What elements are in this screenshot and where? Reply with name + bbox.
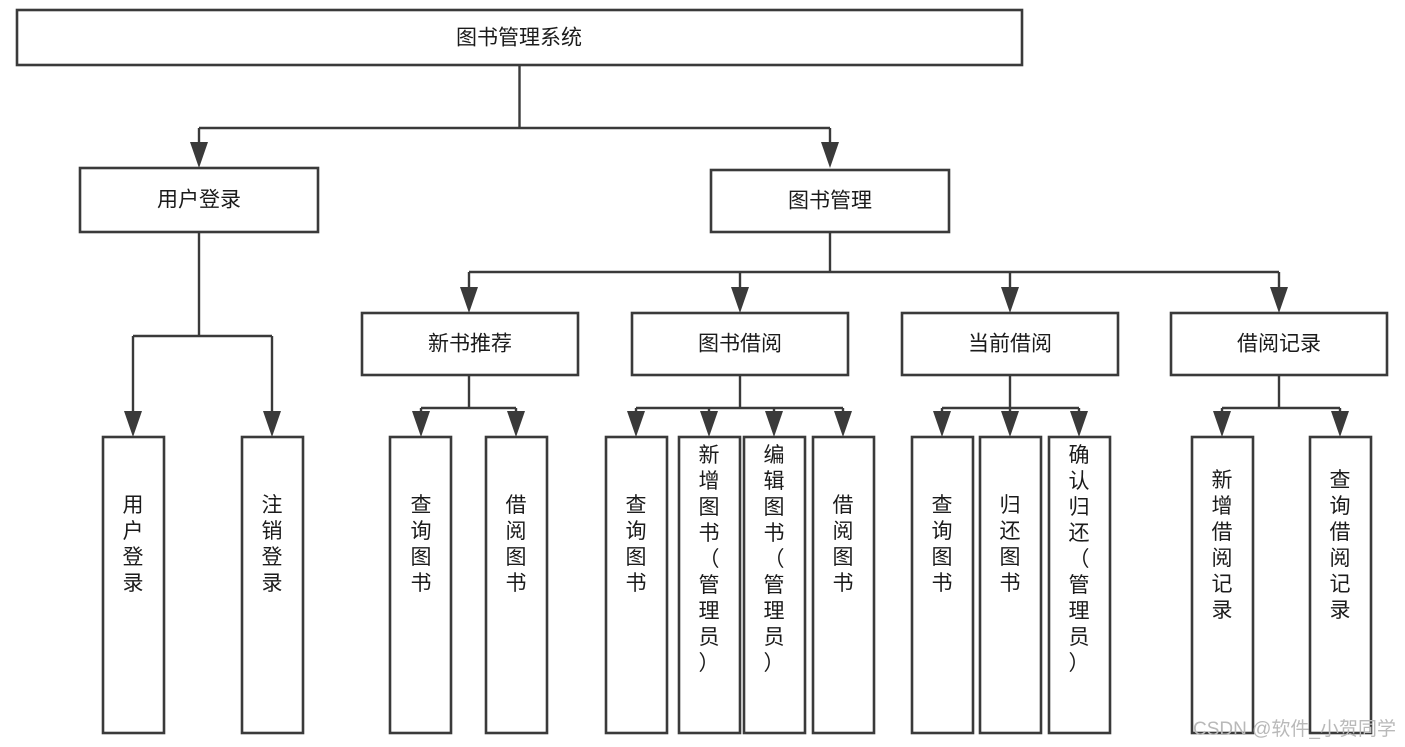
node-leaf-user-login-box[interactable] (101, 435, 166, 735)
connector-group-new-book-recommend (412, 375, 525, 437)
node-leaf-query-book-2-box[interactable] (604, 435, 669, 735)
node-leaf-query-book-1-label: 查询图书 (411, 494, 432, 595)
node-leaf-add-record-box[interactable] (1190, 435, 1255, 735)
arrow-head-leaf-query-book-2 (627, 411, 645, 437)
node-leaf-query-book-3-box[interactable] (910, 435, 975, 735)
node-leaf-confirm-return-label: 确认归还（管理员） (1069, 444, 1090, 675)
node-leaf-logout-login-box[interactable] (240, 435, 305, 735)
node-leaf-add-record[interactable]: 新增借阅记录 (1190, 435, 1255, 735)
node-leaf-query-record-box[interactable] (1308, 435, 1373, 735)
node-leaf-return-book-label: 归还图书 (1000, 494, 1021, 595)
node-leaf-user-login-label: 用户登录 (123, 494, 144, 595)
node-leaf-edit-book-box[interactable] (742, 435, 807, 735)
arrow-head-leaf-add-record (1213, 411, 1231, 437)
node-leaf-query-book-3-label: 查询图书 (932, 494, 953, 595)
node-user-login[interactable]: 用户登录 (78, 166, 320, 234)
arrow-head-leaf-return-book (1001, 411, 1019, 437)
node-leaf-logout-login[interactable]: 注销登录 (240, 435, 305, 735)
arrow-head-borrow-record (1270, 287, 1288, 313)
connector-group-book-management (460, 232, 1288, 313)
node-leaf-add-book[interactable]: 新增图书（管理员） (677, 435, 742, 735)
node-leaf-return-book[interactable]: 归还图书 (978, 435, 1043, 735)
connector-group-borrow-record (1213, 375, 1349, 437)
connector-group-book-borrow (627, 375, 852, 437)
arrow-head-leaf-borrow-book-1 (507, 411, 525, 437)
node-leaf-confirm-return[interactable]: 确认归还（管理员） (1047, 435, 1112, 735)
node-leaf-user-login[interactable]: 用户登录 (101, 435, 166, 735)
node-leaf-borrow-book-2[interactable]: 借阅图书 (811, 435, 876, 735)
node-leaf-query-book-3[interactable]: 查询图书 (910, 435, 975, 735)
arrow-head-leaf-logout-login (263, 411, 281, 437)
arrow-head-leaf-confirm-return (1070, 411, 1088, 437)
node-leaf-logout-login-label: 注销登录 (262, 494, 283, 595)
node-leaf-edit-book-label: 编辑图书（管理员） (764, 444, 785, 675)
node-user-login-label: 用户登录 (157, 189, 241, 212)
node-leaf-add-book-label: 新增图书（管理员） (699, 444, 720, 675)
node-current-borrow-box[interactable] (900, 311, 1120, 377)
node-book-borrow[interactable]: 图书借阅 (630, 311, 850, 377)
arrow-head-leaf-query-record (1331, 411, 1349, 437)
node-leaf-edit-book[interactable]: 编辑图书（管理员） (742, 435, 807, 735)
csdn-watermark: CSDN @软件_小贺同学 (1193, 718, 1396, 740)
node-leaf-borrow-book-2-label: 借阅图书 (833, 494, 854, 595)
node-borrow-record-box[interactable] (1169, 311, 1389, 377)
node-leaf-query-record[interactable]: 查询借阅记录 (1308, 435, 1373, 735)
connector-group-current-borrow (933, 375, 1088, 437)
node-borrow-record[interactable]: 借阅记录 (1169, 311, 1389, 377)
node-leaf-borrow-book-1-box[interactable] (484, 435, 549, 735)
node-leaf-query-record-label: 查询借阅记录 (1330, 469, 1351, 622)
node-leaf-query-book-1-box[interactable] (388, 435, 453, 735)
node-leaf-borrow-book-1[interactable]: 借阅图书 (484, 435, 549, 735)
arrow-head-current-borrow (1001, 287, 1019, 313)
node-leaf-add-record-label: 新增借阅记录 (1212, 469, 1233, 622)
arrow-head-leaf-query-book-1 (412, 411, 430, 437)
node-book-management-box[interactable] (709, 168, 951, 234)
node-leaf-confirm-return-box[interactable] (1047, 435, 1112, 735)
node-root-book-management-system[interactable]: 图书管理系统 (15, 8, 1024, 67)
arrow-head-leaf-user-login (124, 411, 142, 437)
node-book-borrow-box[interactable] (630, 311, 850, 377)
node-leaf-query-book-2[interactable]: 查询图书 (604, 435, 669, 735)
arrow-head-leaf-query-book-3 (933, 411, 951, 437)
node-leaf-borrow-book-1-label: 借阅图书 (506, 494, 527, 595)
node-leaf-query-book-1[interactable]: 查询图书 (388, 435, 453, 735)
node-new-book-recommend-box[interactable] (360, 311, 580, 377)
node-current-borrow-label: 当前借阅 (968, 333, 1052, 356)
arrow-head-leaf-borrow-book-2 (834, 411, 852, 437)
arrow-head-book-borrow (731, 287, 749, 313)
node-root-box[interactable] (15, 8, 1024, 67)
node-book-management[interactable]: 图书管理 (709, 168, 951, 234)
connector-group-user-login (124, 232, 281, 437)
connector-group-root (190, 65, 839, 168)
node-new-book-recommend[interactable]: 新书推荐 (360, 311, 580, 377)
arrow-head-new-book-recommend (460, 287, 478, 313)
node-borrow-record-label: 借阅记录 (1237, 333, 1321, 356)
node-leaf-return-book-box[interactable] (978, 435, 1043, 735)
node-current-borrow[interactable]: 当前借阅 (900, 311, 1120, 377)
node-user-login-box[interactable] (78, 166, 320, 234)
node-leaf-query-book-2-label: 查询图书 (626, 494, 647, 595)
arrow-head-leaf-edit-book (765, 411, 783, 437)
node-book-management-label: 图书管理 (788, 190, 872, 213)
arrow-head-user-login (190, 142, 208, 168)
node-leaf-borrow-book-2-box[interactable] (811, 435, 876, 735)
arrow-head-book-management (821, 142, 839, 168)
node-leaf-add-book-box[interactable] (677, 435, 742, 735)
node-book-borrow-label: 图书借阅 (698, 333, 782, 356)
node-root-label: 图书管理系统 (456, 27, 582, 50)
arrow-head-leaf-add-book (700, 411, 718, 437)
node-new-book-recommend-label: 新书推荐 (428, 333, 512, 356)
